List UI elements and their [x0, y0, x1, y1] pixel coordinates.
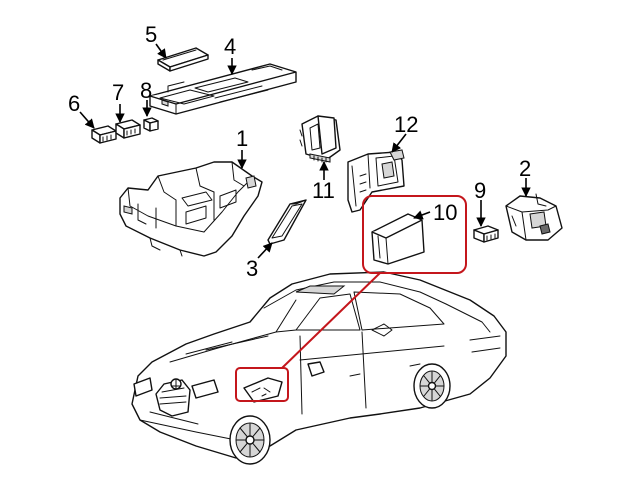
- leader-3: [257, 242, 273, 259]
- leader-12: [391, 133, 407, 153]
- callout-4: 4: [224, 34, 236, 59]
- callout-3: 3: [246, 256, 258, 281]
- part-4-tray-cover: [149, 63, 297, 115]
- highlight-box-car-location: [235, 367, 289, 402]
- leader-10: [413, 210, 431, 220]
- part-12-bracket: [347, 149, 405, 213]
- callout-11: 11: [312, 178, 335, 203]
- highlight-connector-line: [281, 272, 381, 369]
- part-6-relay: [91, 125, 117, 144]
- leader-5: [155, 43, 167, 59]
- leader-6: [79, 111, 95, 129]
- callout-8: 8: [140, 78, 152, 103]
- callout-6: 6: [68, 91, 80, 116]
- highlight-callout: [235, 195, 467, 402]
- part-11-control-module: [299, 115, 341, 163]
- part-8-fuse: [143, 117, 159, 132]
- callout-5: 5: [145, 22, 157, 47]
- callout-labels: 1 2 3 4 5 6 7 8 9 10 11 12: [68, 22, 531, 281]
- part-10-control-module: [371, 213, 425, 265]
- part-7-relay: [115, 119, 141, 139]
- callout-1: 1: [236, 126, 248, 151]
- part-3-cover: [267, 199, 307, 245]
- highlight-box-part-10: [362, 195, 467, 274]
- part-2-bracket: [505, 193, 563, 241]
- part-1-fuse-box-housing: [119, 161, 263, 257]
- car-illustration: [131, 271, 507, 465]
- part-9-relay: [473, 225, 499, 243]
- callout-10: 10: [433, 200, 457, 225]
- callout-2: 2: [519, 156, 531, 181]
- leader-lines: [79, 43, 531, 259]
- callout-7: 7: [112, 80, 124, 105]
- callout-9: 9: [474, 178, 486, 203]
- callout-12: 12: [394, 112, 418, 137]
- part-5-cover: [157, 47, 209, 72]
